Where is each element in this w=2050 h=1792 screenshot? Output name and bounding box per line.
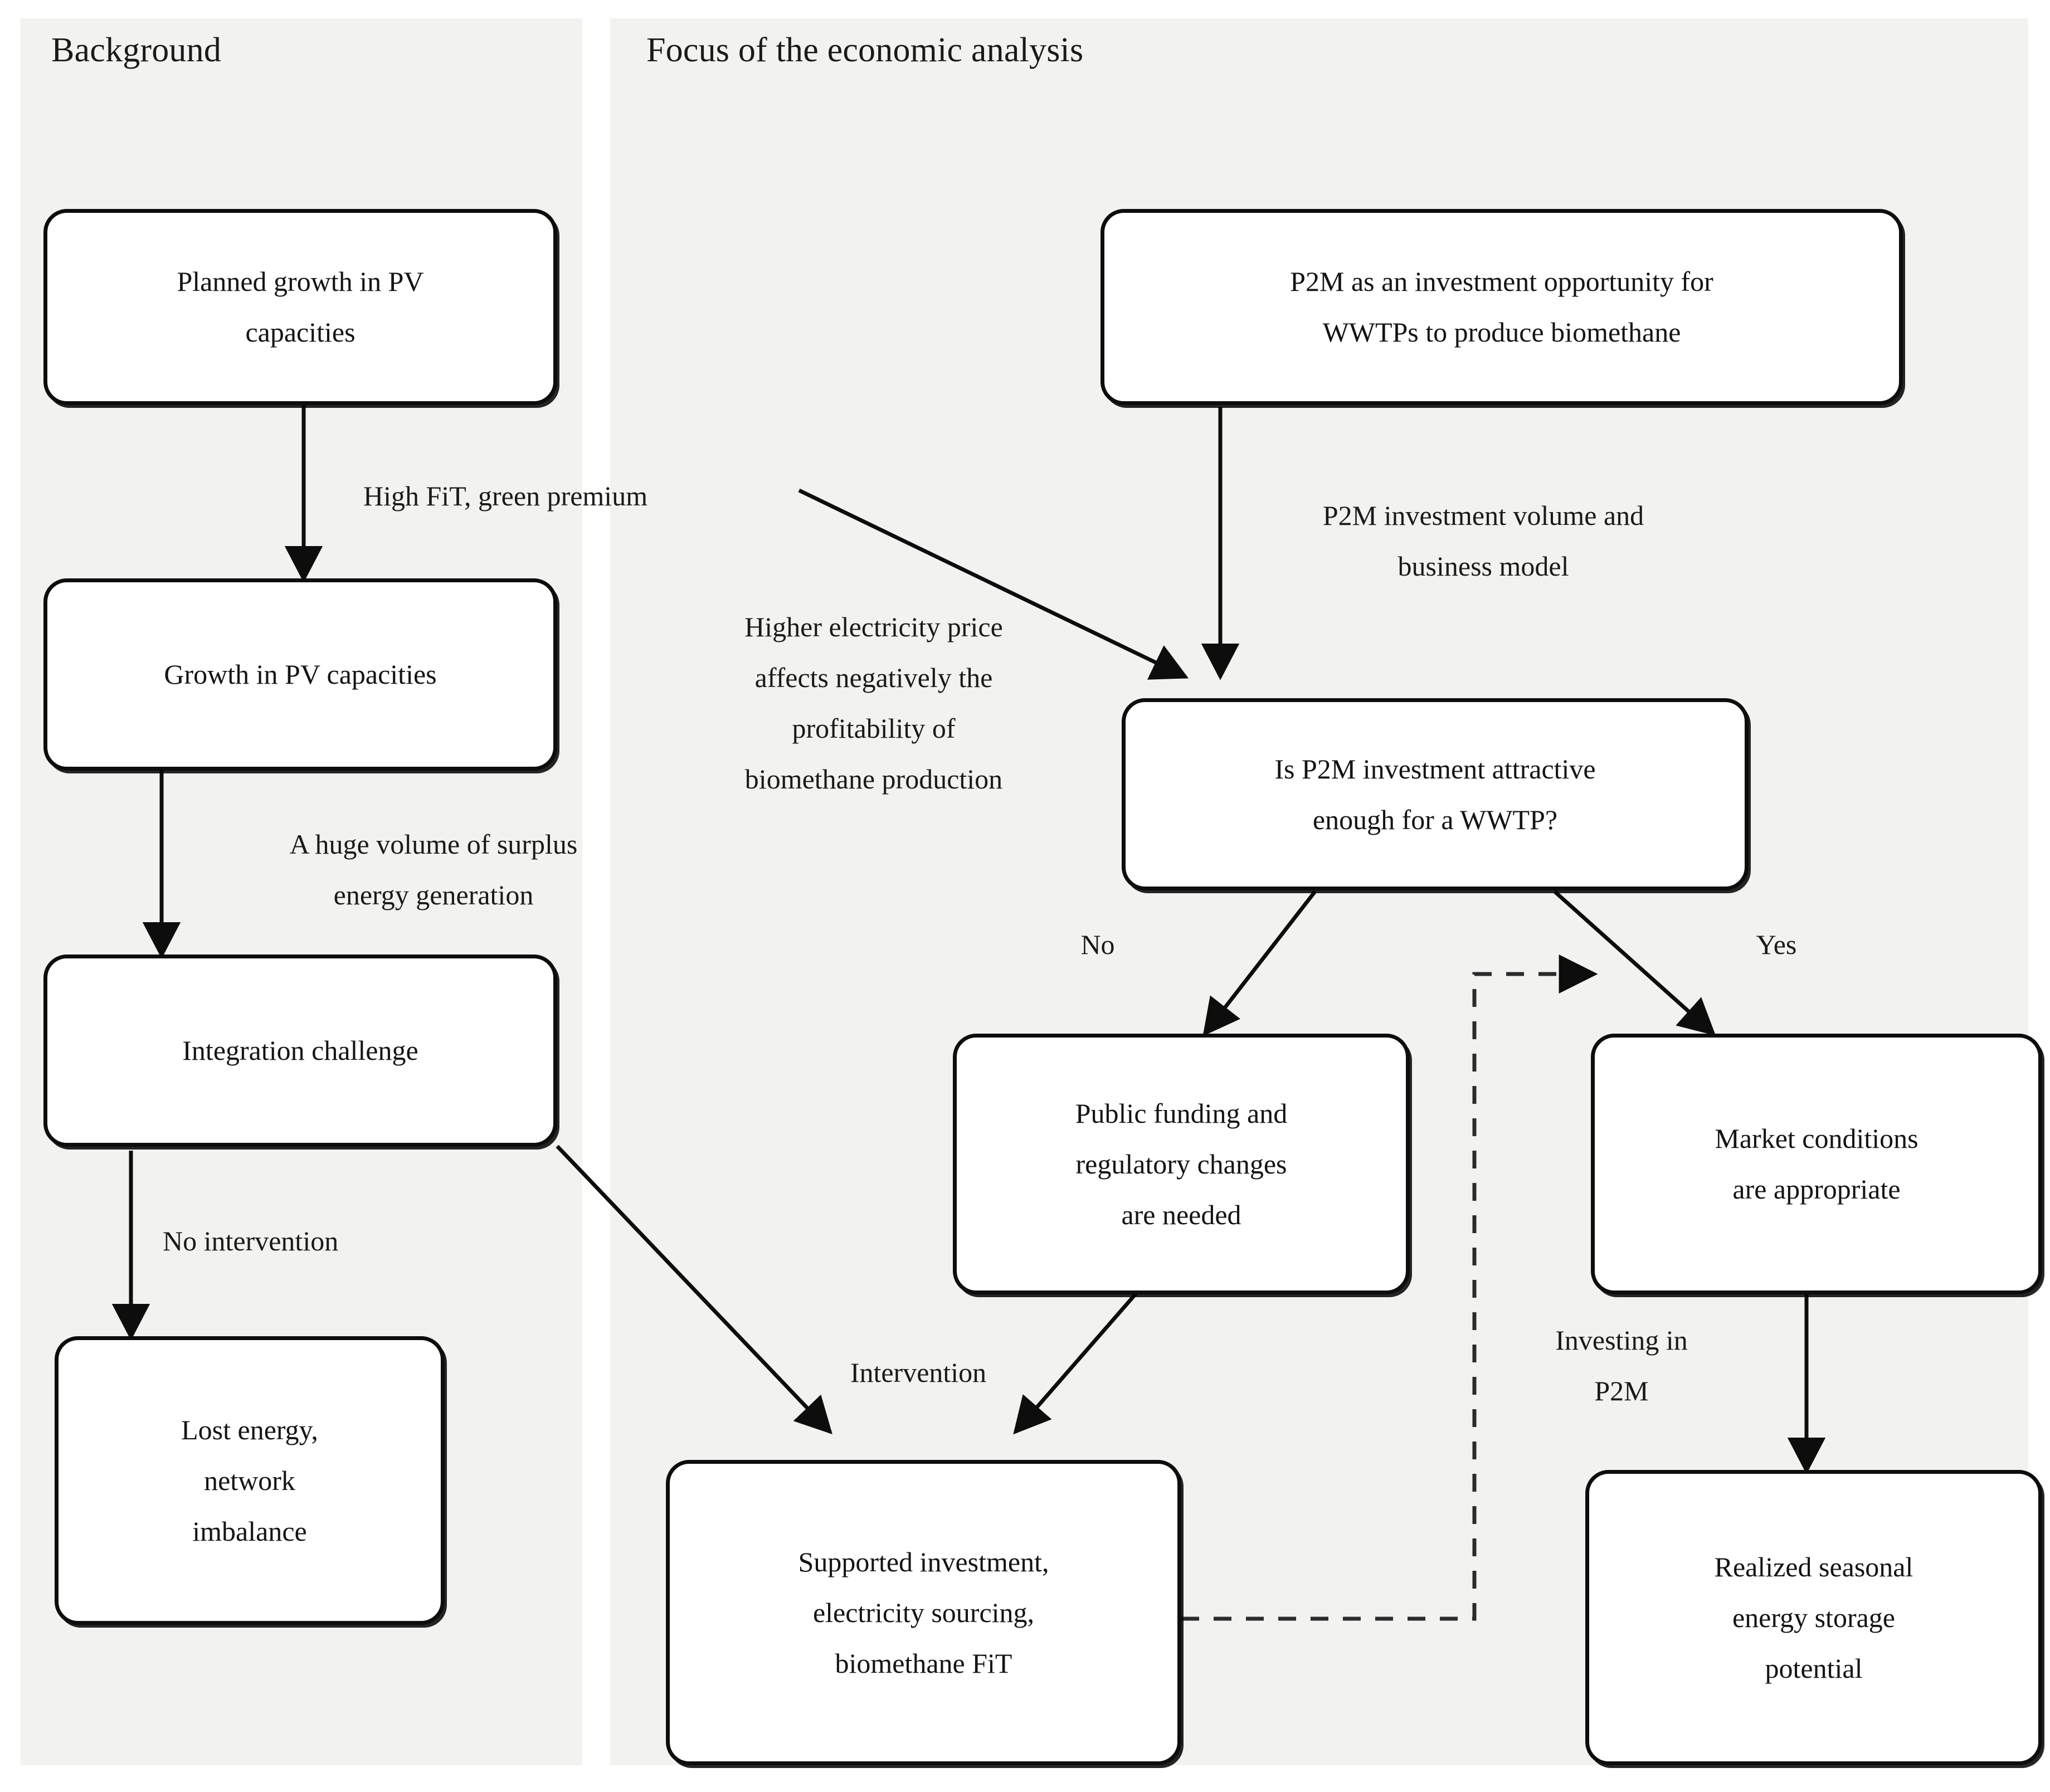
panel-background-title: Background xyxy=(51,31,222,69)
node-market-conditions-label: Market conditions are appropriate xyxy=(1715,1123,1918,1205)
edge-label-investment-volume: P2M investment volume and business model xyxy=(1322,500,1644,582)
node-is-p2m-attractive[interactable]: Is P2M investment attractive enough for … xyxy=(1122,698,1749,890)
node-supported-investment-label: Supported investment, electricity sourci… xyxy=(798,1546,1049,1679)
node-lost-energy-label: Lost energy, network imbalance xyxy=(181,1414,318,1547)
edge-label-branch-no: No xyxy=(1080,929,1115,960)
node-planned-growth[interactable]: Planned growth in PV capacities xyxy=(43,209,557,405)
node-integration-challenge-label: Integration challenge xyxy=(182,1035,418,1066)
edge-label-branch-yes: Yes xyxy=(1756,929,1797,960)
edge-label-higher-price: Higher electricity price affects negativ… xyxy=(744,611,1003,795)
node-p2m-opportunity-label: P2M as an investment opportunity for WWT… xyxy=(1290,266,1713,348)
edge-label-investing-in-p2m: Investing in P2M xyxy=(1555,1324,1688,1406)
node-supported-investment[interactable]: Supported investment, electricity sourci… xyxy=(666,1460,1181,1765)
edge-label-surplus-volume: A huge volume of surplus energy generati… xyxy=(289,829,578,910)
edge-label-no-intervention: No intervention xyxy=(163,1225,339,1257)
node-is-p2m-attractive-label: Is P2M investment attractive enough for … xyxy=(1274,753,1596,835)
node-lost-energy[interactable]: Lost energy, network imbalance xyxy=(55,1336,445,1625)
edge-label-intervention: Intervention xyxy=(850,1357,987,1388)
node-realized-storage[interactable]: Realized seasonal energy storage potenti… xyxy=(1585,1470,2042,1765)
node-growth-pv[interactable]: Growth in PV capacities xyxy=(43,578,557,771)
node-p2m-opportunity[interactable]: P2M as an investment opportunity for WWT… xyxy=(1101,209,1903,405)
node-public-funding-label: Public funding and regulatory changes ar… xyxy=(1075,1097,1288,1230)
edge-label-high-fit: High FiT, green premium xyxy=(363,480,648,512)
node-public-funding[interactable]: Public funding and regulatory changes ar… xyxy=(953,1034,1410,1294)
node-realized-storage-label: Realized seasonal energy storage potenti… xyxy=(1714,1551,1913,1684)
node-integration-challenge[interactable]: Integration challenge xyxy=(43,955,557,1147)
panel-focus-title: Focus of the economic analysis xyxy=(646,31,1084,69)
node-market-conditions[interactable]: Market conditions are appropriate xyxy=(1591,1034,2042,1294)
node-growth-pv-label: Growth in PV capacities xyxy=(164,659,437,690)
node-planned-growth-label: Planned growth in PV capacities xyxy=(177,266,424,348)
